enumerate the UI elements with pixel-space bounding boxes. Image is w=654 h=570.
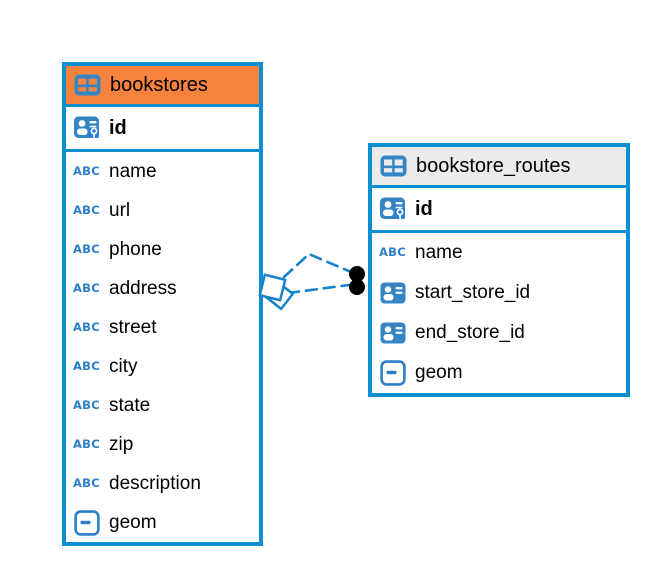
entity-table-bookstore-routes[interactable]: bookstore_routes id ABC name start_store_… bbox=[368, 143, 630, 397]
column-name: state bbox=[109, 394, 151, 416]
text-type-icon: ABC bbox=[378, 245, 406, 260]
column-name: geom bbox=[415, 362, 463, 383]
column-row-zip[interactable]: ABC zip bbox=[66, 425, 259, 464]
text-type-icon: ABC bbox=[72, 202, 100, 217]
columns-section: ABC name start_store_id end_store_id geom bbox=[372, 233, 626, 393]
relation-diamond-marker bbox=[258, 273, 295, 311]
text-type-icon: ABC bbox=[72, 163, 100, 178]
column-row-city[interactable]: ABC city bbox=[66, 347, 259, 386]
table-grid-icon bbox=[73, 72, 102, 98]
column-row-phone[interactable]: ABC phone bbox=[66, 230, 259, 269]
text-type-icon: ABC bbox=[72, 397, 100, 412]
column-name: url bbox=[109, 199, 131, 221]
primary-key-section: id bbox=[372, 188, 626, 233]
text-type-icon: ABC bbox=[72, 241, 100, 256]
column-row-start_store_id[interactable]: start_store_id bbox=[372, 273, 626, 313]
column-name: name bbox=[109, 160, 157, 182]
column-name: end_store_id bbox=[415, 322, 525, 343]
column-row-name[interactable]: ABC name bbox=[372, 233, 626, 273]
column-name: start_store_id bbox=[415, 282, 531, 303]
column-row-end_store_id[interactable]: end_store_id bbox=[372, 313, 626, 353]
column-row-geom[interactable]: geom bbox=[372, 353, 626, 393]
geometry-icon bbox=[72, 509, 101, 536]
person-key-icon bbox=[72, 115, 101, 142]
table-title: bookstores bbox=[110, 73, 208, 96]
column-row-state[interactable]: ABC state bbox=[66, 386, 259, 425]
text-type-icon: ABC bbox=[72, 319, 100, 334]
column-name: id bbox=[415, 197, 433, 220]
table-header-bookstores[interactable]: bookstores bbox=[66, 66, 259, 107]
column-name: city bbox=[109, 355, 138, 377]
person-card-icon bbox=[378, 322, 407, 344]
person-key-icon bbox=[378, 196, 407, 223]
column-name: name bbox=[415, 242, 463, 263]
column-name: street bbox=[109, 316, 157, 338]
table-header-bookstore-routes[interactable]: bookstore_routes bbox=[372, 147, 626, 188]
person-card-icon bbox=[378, 282, 407, 304]
column-name: zip bbox=[109, 433, 134, 455]
geometry-icon bbox=[378, 360, 407, 386]
column-row-address[interactable]: ABC address bbox=[66, 269, 259, 308]
relation-line-2[interactable] bbox=[286, 283, 351, 295]
relation-line-1[interactable] bbox=[282, 252, 353, 279]
column-row-id[interactable]: id bbox=[66, 107, 259, 149]
relation-dot-marker bbox=[349, 266, 365, 295]
column-row-name[interactable]: ABC name bbox=[66, 152, 259, 191]
column-name: phone bbox=[109, 238, 162, 260]
table-title: bookstore_routes bbox=[416, 154, 571, 177]
column-name: id bbox=[109, 116, 127, 139]
text-type-icon: ABC bbox=[72, 280, 100, 295]
column-row-description[interactable]: ABC description bbox=[66, 464, 259, 503]
column-name: address bbox=[109, 277, 177, 299]
column-row-id[interactable]: id bbox=[372, 188, 626, 230]
column-name: description bbox=[109, 472, 201, 494]
text-type-icon: ABC bbox=[72, 358, 100, 373]
column-name: geom bbox=[109, 511, 157, 533]
text-type-icon: ABC bbox=[72, 475, 100, 490]
column-row-street[interactable]: ABC street bbox=[66, 308, 259, 347]
table-grid-icon bbox=[379, 153, 408, 179]
column-row-url[interactable]: ABC url bbox=[66, 191, 259, 230]
text-type-icon: ABC bbox=[72, 436, 100, 451]
column-row-geom[interactable]: geom bbox=[66, 503, 259, 542]
primary-key-section: id bbox=[66, 107, 259, 152]
